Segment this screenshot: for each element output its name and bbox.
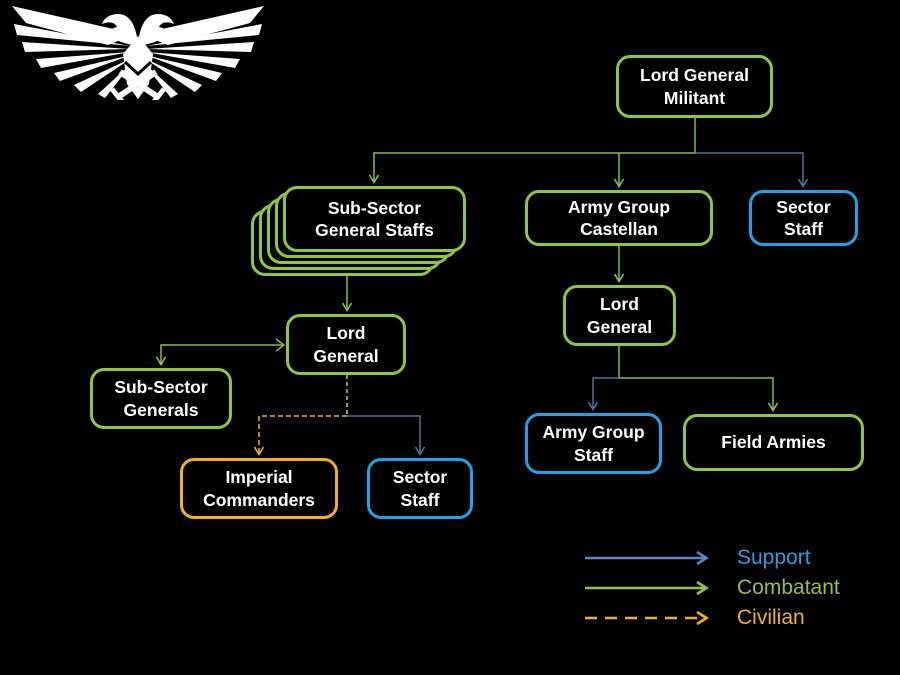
node-label: Commanders bbox=[203, 489, 315, 510]
node-label: Staff bbox=[400, 489, 440, 510]
node-army-group-castellan: Army Group Castellan bbox=[525, 190, 713, 246]
node-lord-general-west: Lord General bbox=[286, 314, 406, 375]
node-label: Sector bbox=[776, 196, 831, 217]
node-label: General Staffs bbox=[315, 220, 434, 240]
node-label: Lord bbox=[600, 294, 639, 315]
edge-arrowhead-into-lord-general bbox=[275, 338, 286, 352]
node-lord-general-east: Lord General bbox=[563, 285, 676, 346]
legend-label-combatant: Combatant bbox=[737, 576, 840, 599]
node-label: Imperial bbox=[225, 467, 293, 488]
edge-to-army-group-staff bbox=[587, 377, 619, 412]
node-label: General bbox=[586, 316, 653, 337]
node-army-group-staff: Army Group Staff bbox=[525, 413, 662, 474]
edge-root-to-subsector-staffs bbox=[368, 118, 696, 185]
node-label: Sub-Sector bbox=[327, 197, 422, 218]
node-label: Castellan bbox=[580, 219, 658, 239]
node-sub-sector-general-staffs: Sub-Sector General Staffs bbox=[283, 186, 466, 252]
node-label: Field Armies bbox=[721, 432, 826, 453]
node-label: Generals bbox=[123, 399, 199, 420]
legend-label-civilian: Civilian bbox=[737, 606, 805, 629]
edge-root-to-sector-staff bbox=[695, 152, 809, 189]
node-label: Militant bbox=[663, 87, 726, 108]
node-label: Army Group bbox=[542, 422, 645, 443]
node-label: Sector bbox=[392, 467, 448, 488]
node-label: Staff bbox=[784, 219, 823, 239]
node-imperial-commanders: Imperial Commanders bbox=[180, 458, 338, 519]
node-label: General bbox=[313, 345, 379, 366]
node-label: Sub-Sector bbox=[114, 377, 208, 398]
node-sub-sector-generals: Sub-Sector Generals bbox=[90, 368, 232, 429]
node-label: Staff bbox=[574, 444, 613, 465]
node-sector-staff-west: Sector Staff bbox=[367, 458, 473, 519]
node-label: Lord bbox=[326, 323, 366, 344]
edge-to-field-armies bbox=[618, 346, 779, 413]
imperial-aquila-icon bbox=[12, 6, 264, 100]
edge-lord-general-to-subsector-generals bbox=[155, 344, 284, 367]
node-sector-staff-top: Sector Staff bbox=[749, 190, 858, 246]
edge-to-sector-staff-west bbox=[347, 415, 426, 457]
legend-label-support: Support bbox=[737, 546, 811, 569]
node-field-armies: Field Armies bbox=[683, 414, 864, 471]
node-label: Lord General bbox=[640, 65, 749, 86]
node-label: Army Group bbox=[567, 196, 671, 217]
node-lord-general-militant: Lord General Militant bbox=[616, 55, 773, 118]
edge-to-imperial-commanders bbox=[253, 415, 347, 457]
